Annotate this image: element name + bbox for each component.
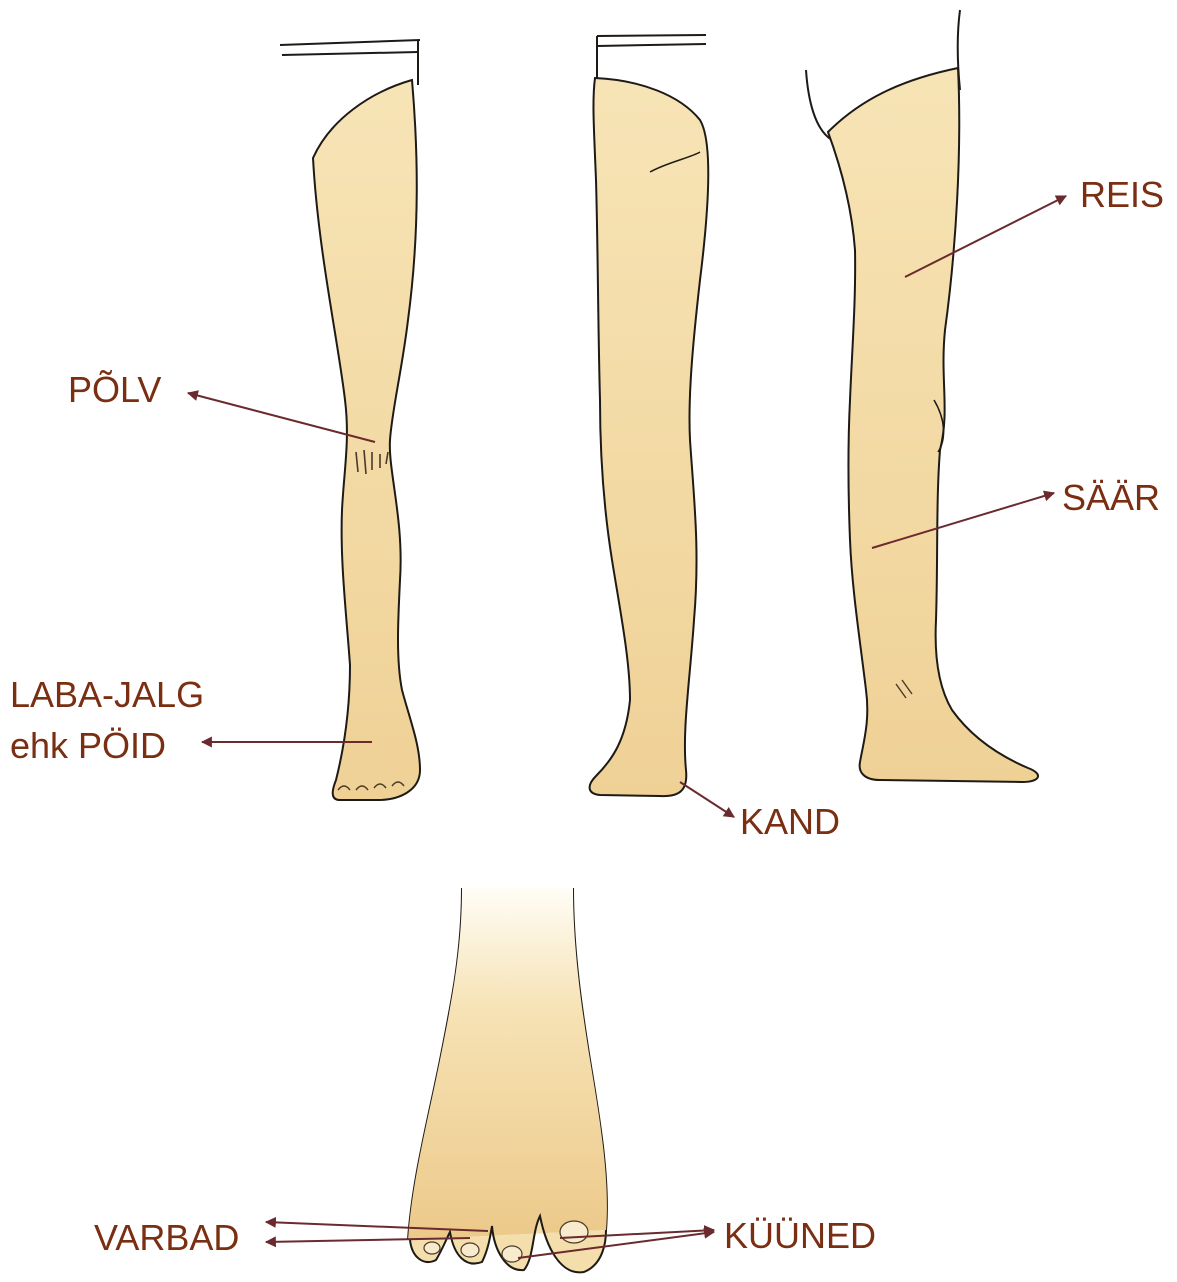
label-thigh: REIS	[1080, 177, 1164, 213]
leg-back-view	[590, 35, 709, 796]
label-foot-line1: LABA-JALG	[10, 677, 204, 713]
label-foot-line2: ehk PÖID	[10, 728, 166, 764]
foot-top-view	[408, 888, 607, 1272]
label-nails: KÜÜNED	[724, 1218, 876, 1254]
label-heel: KAND	[740, 804, 840, 840]
label-shin: SÄÄR	[1062, 480, 1160, 516]
leg-side-view	[806, 10, 1038, 782]
arrow-heel	[680, 782, 734, 817]
leg-front-view	[280, 40, 420, 800]
label-toes: VARBAD	[94, 1220, 239, 1256]
label-knee: PÕLV	[68, 372, 161, 408]
